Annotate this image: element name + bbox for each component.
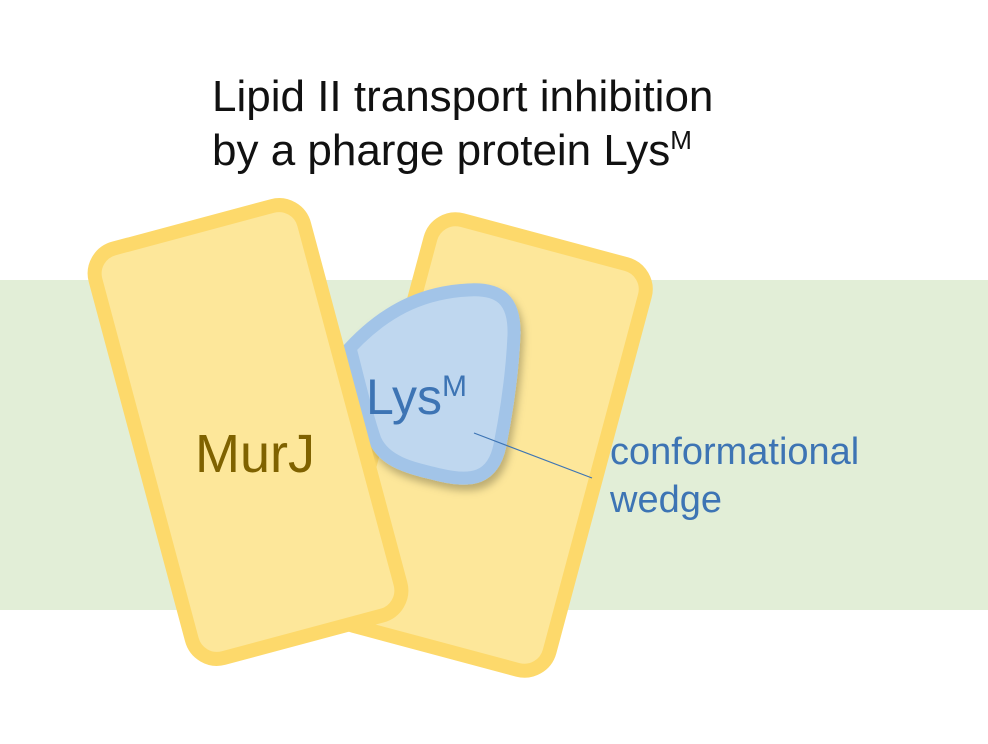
lysm-protein [342,283,521,485]
murj-label: MurJ [195,424,315,484]
title-line-2: by a pharge protein LysM [212,124,713,178]
murj-front-domain [87,198,409,666]
title-superscript: M [670,125,692,155]
lysm-label-superscript: M [442,370,467,403]
callout-line-1: conformational [610,431,860,473]
title-line-1: Lipid II transport inhibition [212,72,714,121]
callout-label: conformational wedge [610,428,859,524]
lysm-label-base: Lys [366,369,442,425]
diagram-title: Lipid II transport inhibition by a pharg… [212,70,713,178]
title-line-2-text: by a pharge protein Lys [212,126,671,175]
callout-line-2: wedge [610,479,722,521]
callout-leader-line [473,432,593,479]
lysm-label: LysM [366,369,467,425]
